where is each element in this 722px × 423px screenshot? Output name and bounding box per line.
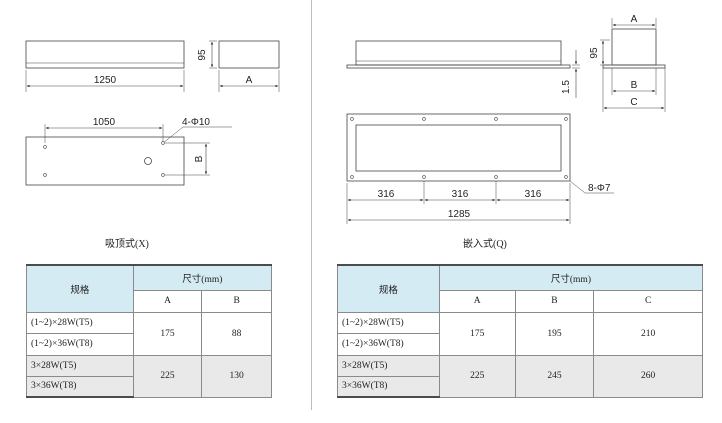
recessed-caption: 嵌入式(Q) [463,239,507,250]
ceiling-width-label: B [194,155,205,162]
col-header-b: B [514,289,595,313]
ceiling-length-label: 1250 [94,75,117,86]
ceiling-hole-span-label: 1050 [93,117,116,128]
recessed-a-label: A [631,14,638,25]
size-header: 尺寸(mm) [438,264,704,291]
recessed-bottom-view [346,113,614,224]
spec-cell: 3×36W(T8) [26,375,134,398]
ceiling-holes-label: 4-Φ10 [182,117,210,128]
ceiling-height-label: 95 [197,49,208,61]
recessed-c-label: C [630,97,637,108]
value-cell: 260 [593,354,703,398]
value-cell: 175 [132,311,203,356]
ceiling-caption: 吸顶式(X) [105,239,149,250]
value-cell: 195 [514,311,595,356]
ceiling-spec-table: 规格 尺寸(mm) A B (1~2)×28W(T5) 175 88 (1~2)… [26,264,273,398]
value-cell: 225 [132,354,203,398]
recessed-b-label: B [631,80,638,91]
col-header-b: B [201,289,272,313]
ceiling-bottom-view [25,124,232,186]
spec-cell: (1~2)×36W(T8) [26,332,134,356]
technical-drawing: 1250 95 A 1050 4-Φ10 B [25,14,666,224]
value-cell: 88 [201,311,272,356]
spec-header: 规格 [26,264,134,313]
spec-cell: 3×36W(T8) [337,375,440,398]
recessed-total-label: 1285 [448,209,471,220]
recessed-height-label: 95 [589,47,600,59]
spec-cell: 3×28W(T5) [26,354,134,377]
ceiling-mount-holes [43,141,165,177]
value-cell: 175 [438,311,516,356]
col-header-c: C [593,289,703,313]
recessed-side-view [600,18,666,112]
spec-cell: (1~2)×28W(T5) [26,311,134,334]
recessed-flange-label: 1.5 [561,80,572,94]
section-divider [311,0,312,410]
col-header-a: A [438,289,516,313]
recessed-holes-label: 8-Φ7 [588,183,611,194]
recessed-front-view [346,40,580,98]
size-header: 尺寸(mm) [132,264,273,291]
ceiling-front-view [25,40,185,92]
recessed-seg1-label: 316 [378,189,395,200]
ceiling-depth-label: A [246,75,253,86]
value-cell: 245 [514,354,595,398]
value-cell: 130 [201,354,272,398]
value-cell: 210 [593,311,703,356]
spec-cell: (1~2)×28W(T5) [337,311,440,334]
spec-cell: 3×28W(T5) [337,354,440,377]
recessed-seg3-label: 316 [525,189,542,200]
col-header-a: A [132,289,203,313]
recessed-mount-holes [350,117,568,179]
value-cell: 225 [438,354,516,398]
spec-header: 规格 [337,264,440,313]
ceiling-side-view [209,40,280,92]
recessed-seg2-label: 316 [452,189,469,200]
recessed-spec-table: 规格 尺寸(mm) A B C (1~2)×28W(T5) 175 195 21… [337,264,704,398]
spec-cell: (1~2)×36W(T8) [337,332,440,356]
